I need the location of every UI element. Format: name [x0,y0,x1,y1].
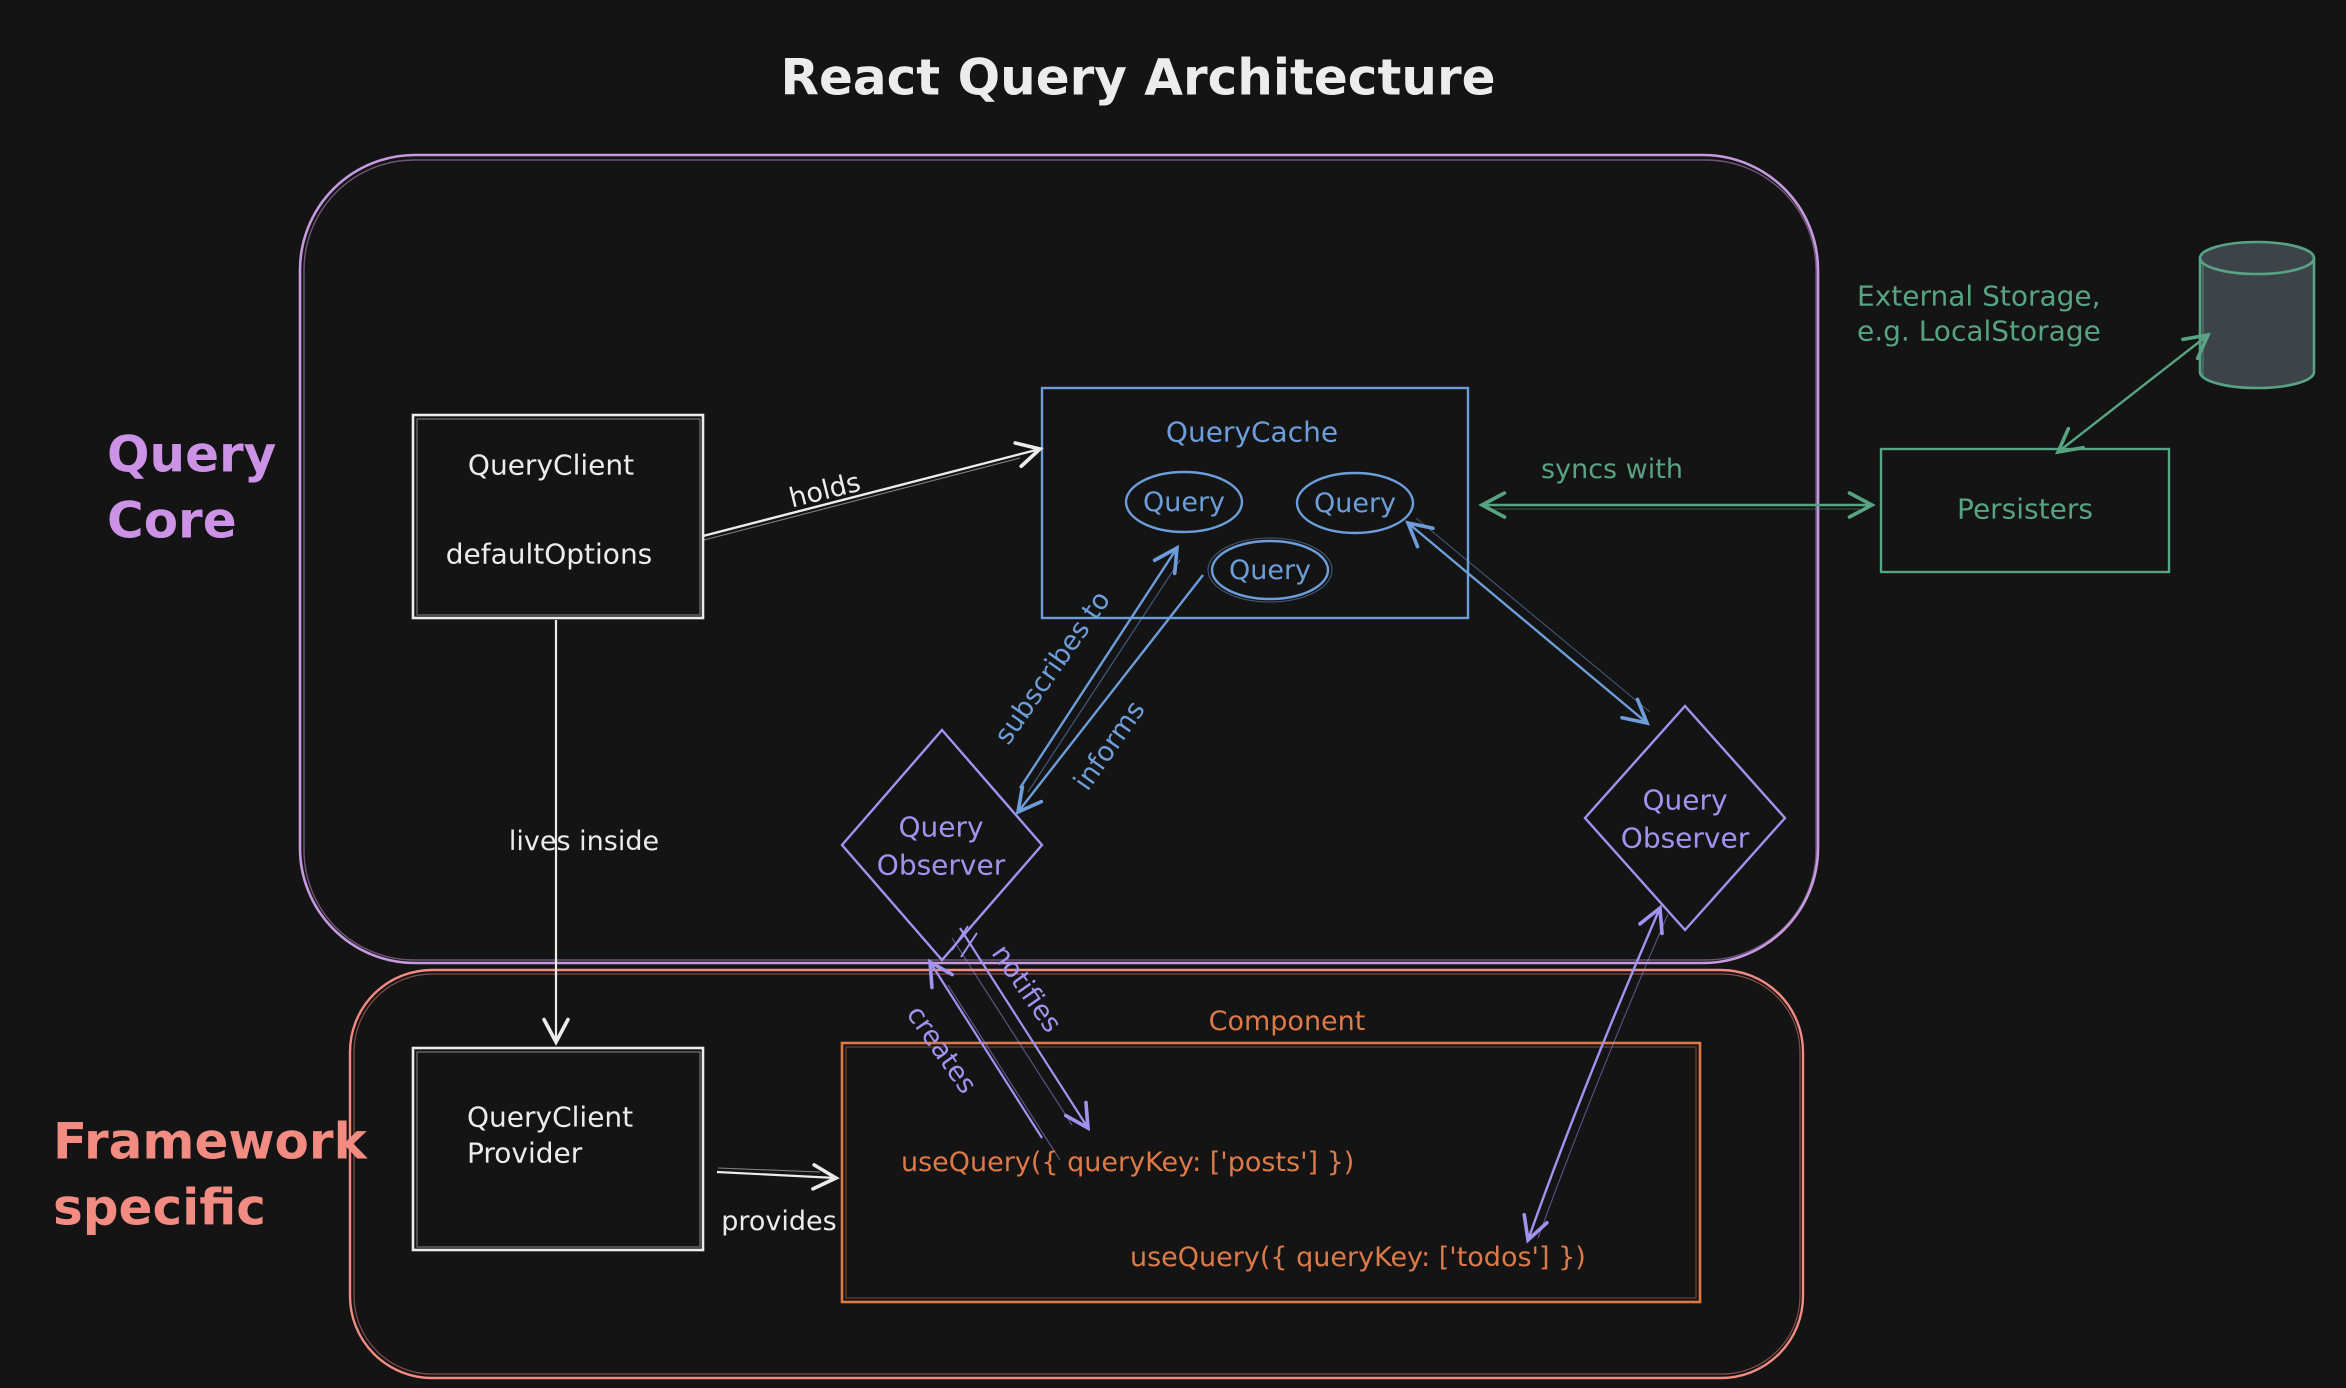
query-cache-box [1040,386,1470,620]
persisters-box [1879,447,2171,574]
component-title: Component [1208,1006,1366,1038]
syncs-with-label: syncs with [1541,454,1683,486]
database-cylinder-icon [2198,240,2316,390]
external-storage-label-line1: External Storage, [1857,279,2101,313]
query-client-default-options: defaultOptions [445,537,653,571]
query-cache-title: QueryCache [1165,415,1339,449]
syncs-with-arrow [1478,491,1876,519]
cache-observer-right-arrow [1405,517,1651,726]
query-ellipse-3-label: Query [1228,555,1312,587]
holds-arrow [702,441,1044,541]
query-client-label: QueryClient [467,448,635,482]
query-client-box [411,413,705,620]
query-ellipse-2 [1295,471,1415,535]
query-core-container [298,153,1820,965]
persisters-storage-arrow [2054,332,2212,455]
query-ellipse-1-label: Query [1142,487,1226,519]
external-storage-label-line2: e.g. LocalStorage [1857,314,2101,348]
observer-todos-arrow [1522,904,1669,1244]
component-box [840,1041,1702,1304]
framework-section-label-line2: specific [53,1178,266,1237]
query-observer-right-label-line1: Query [1642,783,1728,817]
query-client-provider-label-line1: QueryClient [467,1100,634,1134]
query-ellipse-1 [1124,470,1244,534]
query-observer-left-label-line1: Query [898,810,984,844]
query-client-provider-box [411,1046,705,1252]
query-observer-right-diamond [1583,704,1787,932]
page-title: React Query Architecture [780,48,1496,107]
query-ellipse-2-label: Query [1313,488,1397,520]
lives-inside-label: lives inside [508,826,660,858]
query-ellipse-3 [1207,537,1333,603]
framework-section-label-line1: Framework [53,1112,367,1171]
query-core-section-label-line2: Core [107,491,237,550]
query-observer-left-label-line2: Observer [876,848,1006,882]
query-observer-left-diamond [840,728,1044,962]
informs-arrow [1015,574,1204,816]
query-core-section-label-line1: Query [107,425,277,484]
use-query-posts-code: useQuery({ queryKey: ['posts'] }) [901,1147,1355,1179]
query-observer-right-label-line2: Observer [1620,821,1750,855]
subscribes-to-arrow [1018,544,1181,793]
persisters-label: Persisters [1957,492,2093,526]
query-client-provider-label-line2: Provider [467,1136,583,1170]
provides-label: provides [721,1206,837,1238]
use-query-todos-code: useQuery({ queryKey: ['todos'] }) [1130,1242,1586,1274]
framework-container [348,968,1805,1380]
provides-arrow [716,1163,840,1191]
notifies-arrow [951,927,1091,1132]
creates-arrow [927,958,1061,1161]
